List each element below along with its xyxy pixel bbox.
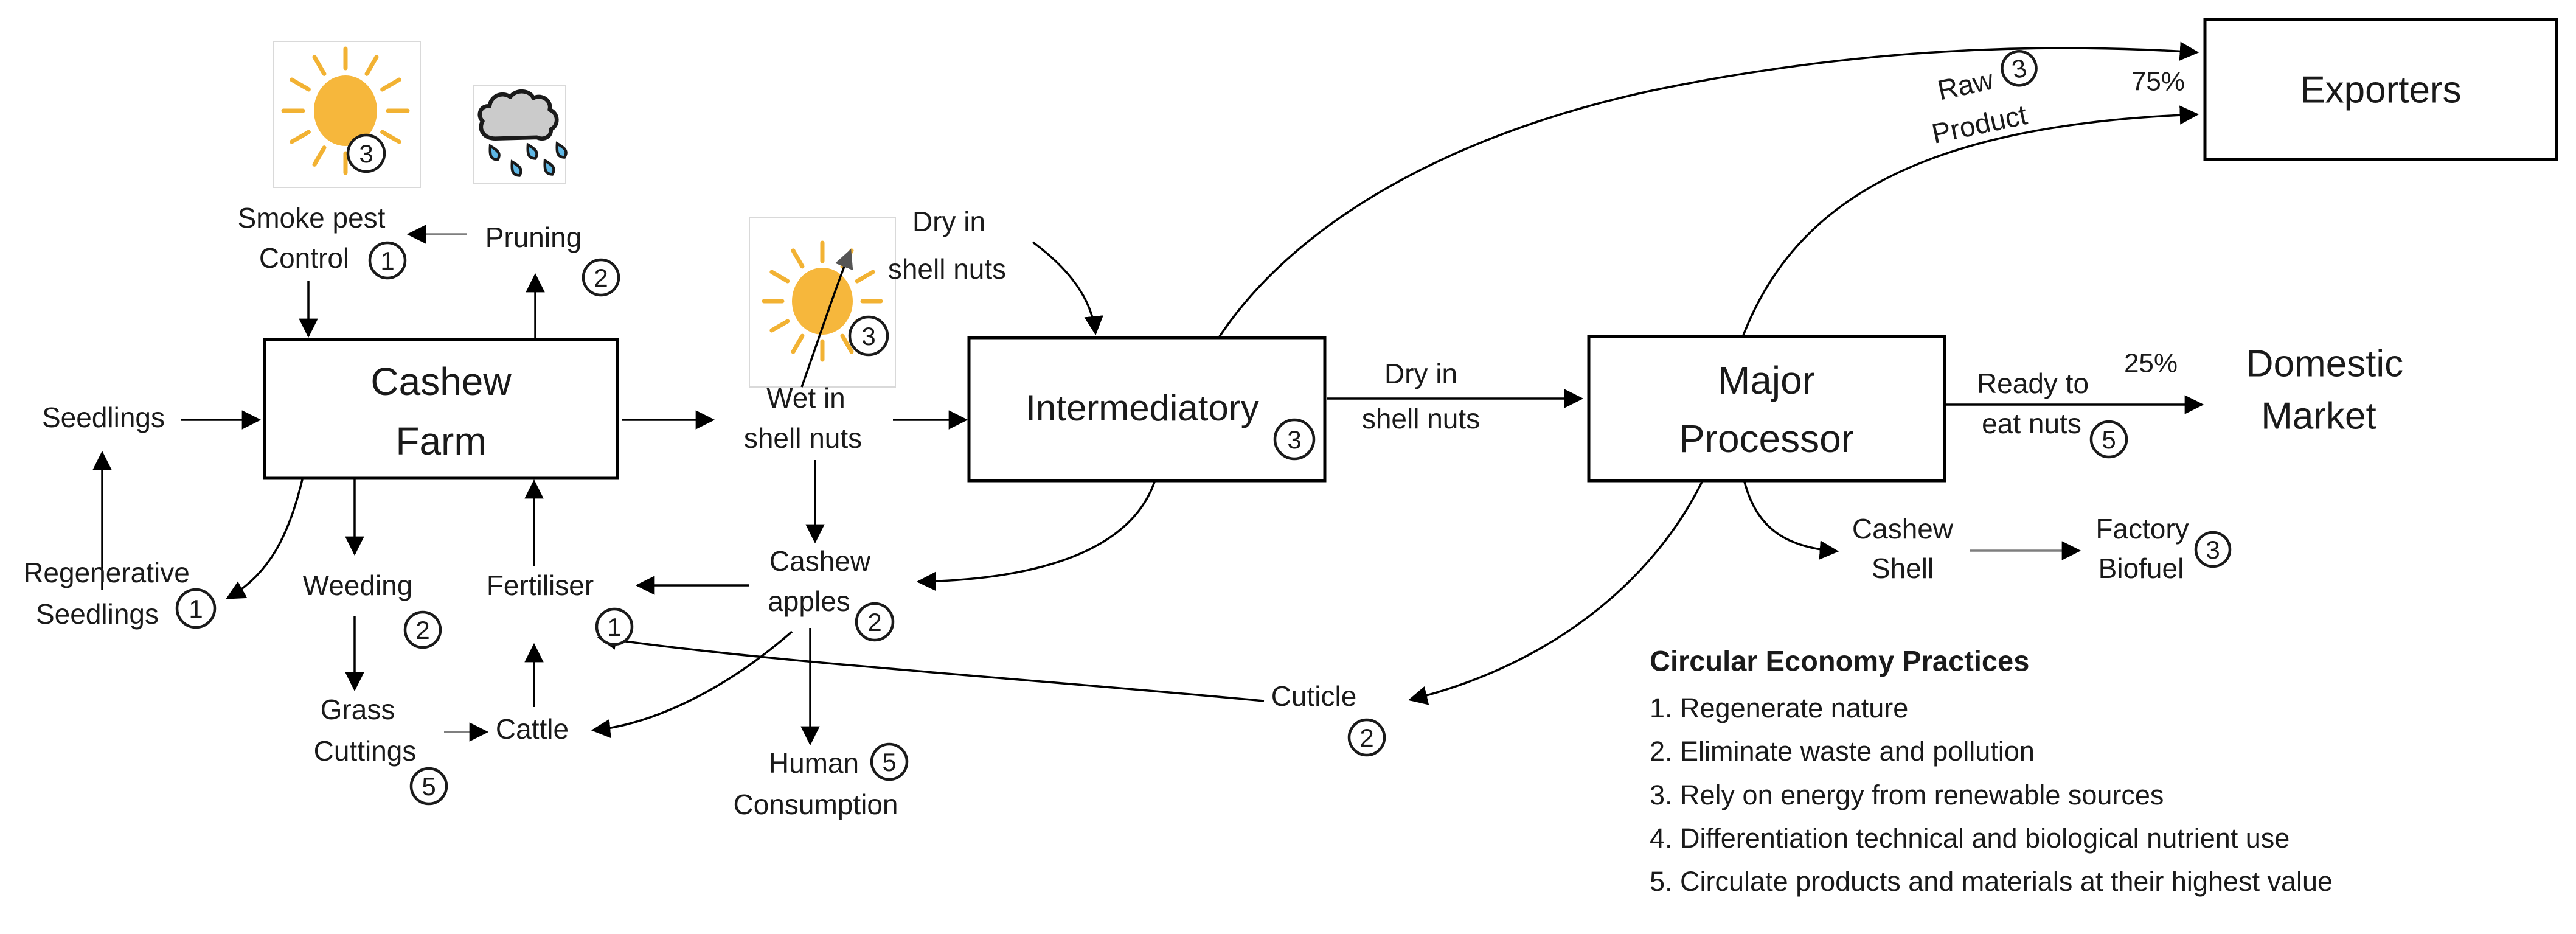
major-processor-label-line2: Processor [1679, 417, 1854, 461]
arrow-intermediatory-raw-product-to-exporters [1218, 41, 2199, 337]
badge-cuticle: 2 [1347, 718, 1386, 757]
svg-text:5: 5 [422, 772, 436, 801]
cattle-label: Cattle [496, 713, 569, 745]
arrow-apples-to-cattle [591, 630, 793, 739]
badge-cashew-apples: 2 [855, 602, 895, 642]
raw-product-badge-circle [2001, 50, 2038, 87]
badge-fertiliser: 1 [595, 607, 634, 646]
arrow-dry-label-to-intermediatory [1032, 241, 1103, 336]
grass-cuttings-label-line2: Cuttings [314, 735, 417, 767]
cashew-shell-label-line2: Shell [1872, 552, 1934, 584]
practice-item-5: 5. Circulate products and materials at t… [1650, 866, 2333, 897]
practice-item-3: 3. Rely on energy from renewable sources [1650, 779, 2164, 810]
human-consumption-label-line2: Consumption [733, 789, 898, 820]
badge-ready-eat-nuts: 5 [2089, 420, 2128, 459]
svg-text:2: 2 [867, 608, 881, 636]
circular-economy-practices-list: Circular Economy Practices 1. Regenerate… [1650, 644, 2333, 896]
ready-eat-label-line1: Ready to [1977, 368, 2089, 399]
sun-icon-top [273, 41, 421, 188]
exporters-percentage: 75% [2131, 67, 2185, 97]
fertiliser-label: Fertiliser [487, 570, 594, 601]
svg-text:1: 1 [189, 594, 203, 623]
cashew-farm-label-line1: Cashew [370, 360, 512, 403]
drying-arrow-through-sun [800, 249, 853, 388]
svg-text:1: 1 [380, 246, 394, 275]
badge-weeding: 2 [403, 610, 442, 649]
svg-text:3: 3 [1287, 425, 1301, 454]
exporters-box [2203, 18, 2558, 161]
svg-text:5: 5 [882, 748, 896, 776]
ready-eat-label-line2: eat nuts [1982, 408, 2081, 439]
domestic-market-label-line2: Market [2261, 395, 2376, 437]
svg-text:2: 2 [415, 616, 429, 644]
human-consumption-label-line1: Human [769, 747, 859, 779]
regenerative-label-line2: Seedlings [36, 598, 159, 630]
arrow-processor-to-cuticle [1408, 481, 1703, 705]
intermediatory-label: Intermediatory [1026, 388, 1259, 428]
seedlings-label: Seedlings [42, 402, 165, 433]
major-processor-label-line1: Major [1718, 358, 1815, 402]
svg-text:2: 2 [1359, 723, 1373, 752]
smoke-pest-label-line1: Smoke pest [238, 202, 386, 234]
dry-sun-label-line2: shell nuts [888, 253, 1006, 285]
arrow-cuticle-to-fertiliser [597, 630, 1265, 702]
badge-smoke-pest-control: 1 [368, 241, 407, 280]
cloud-shape [477, 89, 559, 141]
regenerative-label-line1: Regenerative [23, 557, 190, 588]
practice-item-4: 4. Differentiation technical and biologi… [1650, 823, 2290, 854]
major-processor-box [1587, 335, 1946, 483]
arrow-processor-to-cashew-shell [1743, 481, 1839, 560]
dry-mid-label-line2: shell nuts [1362, 403, 1480, 434]
pruning-label: Pruning [485, 221, 582, 253]
dry-sun-label-line1: Dry in [912, 206, 985, 237]
badge-sun-top: 3 [346, 133, 386, 173]
wet-nuts-label-line1: Wet in [766, 382, 845, 414]
practice-item-2: 2. Eliminate waste and pollution [1650, 736, 2035, 767]
badge-grass-cuttings: 5 [409, 767, 448, 806]
weeding-label: Weeding [303, 570, 413, 601]
arrow-intermediatory-to-apples [916, 481, 1156, 591]
intermediatory-box [967, 336, 1327, 483]
grass-cuttings-label-line1: Grass [321, 694, 395, 725]
wet-nuts-label-line2: shell nuts [744, 422, 862, 454]
domestic-market-label-line1: Domestic [2246, 343, 2403, 385]
badge-human-consumption: 5 [870, 742, 909, 781]
badge-regenerative-seedlings: 1 [175, 588, 217, 629]
factory-biofuel-label-line2: Biofuel [2099, 552, 2184, 584]
cashew-farm-box [263, 338, 619, 480]
cuticle-label: Cuticle [1271, 680, 1357, 712]
dry-mid-label-line1: Dry in [1384, 358, 1457, 389]
svg-text:3: 3 [861, 322, 875, 350]
badge-sun-drying: 3 [848, 315, 889, 357]
rain-drops [488, 141, 568, 177]
svg-text:5: 5 [2102, 425, 2116, 454]
practices-title: Circular Economy Practices [1650, 644, 2029, 677]
svg-text:1: 1 [607, 613, 621, 641]
arrow-farm-to-regenerative [226, 479, 304, 599]
sun-disc [314, 75, 377, 146]
svg-text:3: 3 [359, 139, 373, 168]
factory-biofuel-label-line1: Factory [2095, 513, 2189, 545]
domestic-percentage: 25% [2124, 349, 2178, 378]
cashew-apples-label-line2: apples [768, 585, 850, 617]
sun-icon-drying [749, 217, 896, 388]
exporters-label: Exporters [2300, 69, 2461, 111]
cashew-apples-label-line1: Cashew [769, 545, 871, 577]
badge-intermediatory: 3 [1273, 418, 1316, 461]
badge-factory-biofuel: 3 [2194, 531, 2232, 568]
badge-pruning: 2 [582, 258, 620, 297]
svg-text:3: 3 [2206, 535, 2220, 564]
cashew-shell-label-line1: Cashew [1852, 513, 1954, 545]
cashew-farm-label-line2: Farm [395, 419, 486, 463]
svg-text:2: 2 [594, 263, 608, 292]
practice-item-1: 1. Regenerate nature [1650, 692, 1908, 723]
rain-cloud-icon [473, 85, 568, 184]
smoke-pest-label-line2: Control [259, 242, 349, 274]
arrow-processor-to-exporters [1742, 105, 2199, 336]
